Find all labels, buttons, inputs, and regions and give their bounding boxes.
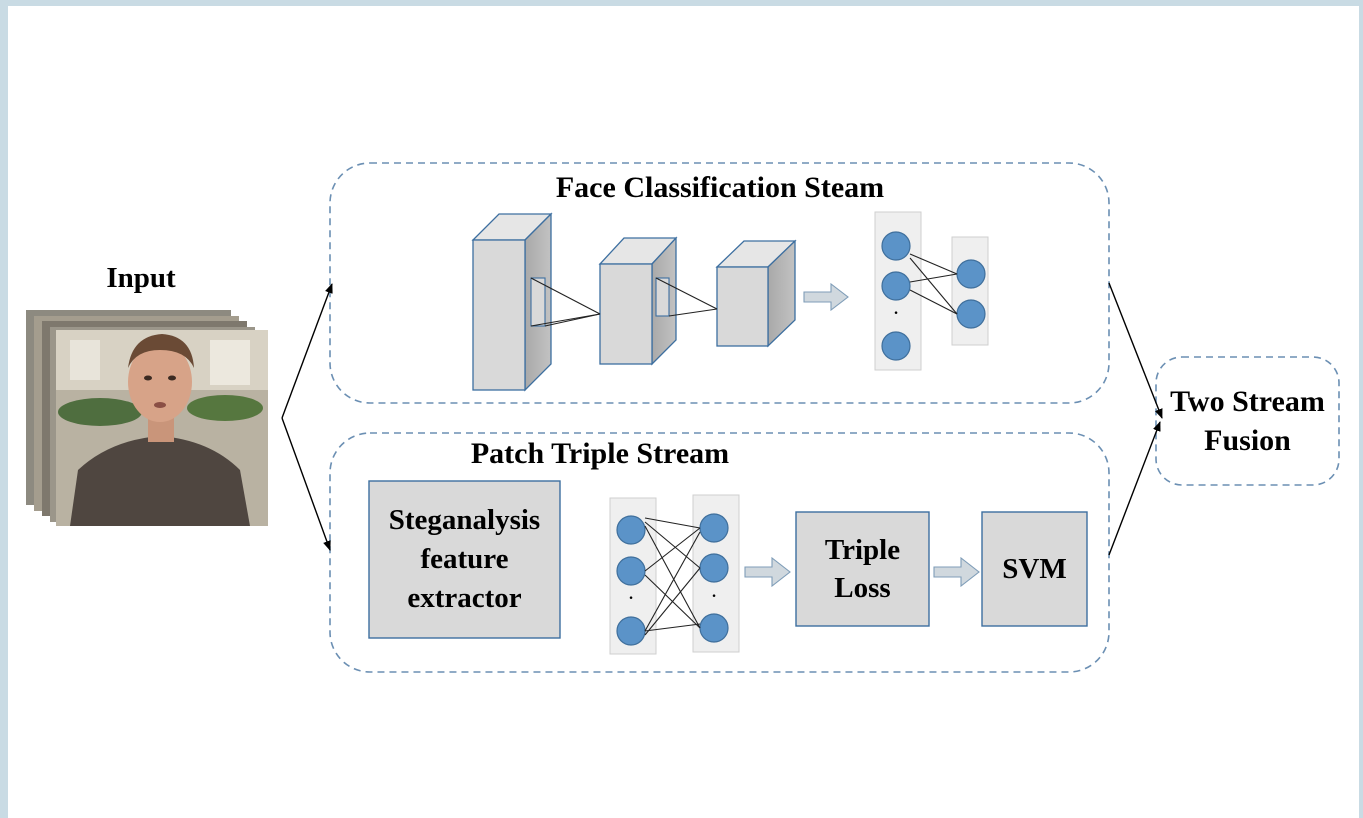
steganalysis-line-3: extractor (407, 582, 522, 614)
cnn-block-2 (598, 236, 678, 366)
fusion-container (1155, 356, 1340, 486)
face-stream-title: Face Classification Steam (555, 171, 885, 204)
patch-block-arrow-1 (744, 556, 791, 588)
fusion-line-1: Two Stream (1170, 385, 1325, 418)
face-fc-layer-1 (874, 211, 922, 371)
patch-fc-layer-2 (692, 494, 740, 653)
triple-loss-box (795, 511, 930, 627)
input-label: Input (106, 262, 176, 294)
cnn-block-3 (715, 239, 797, 348)
patch-fc2-dots: · (710, 583, 717, 608)
fusion-label: Two Stream Fusion (1156, 357, 1339, 485)
patch-block-arrow-2 (933, 556, 980, 588)
steganalysis-line-2: feature (420, 543, 509, 575)
receptive-field-lines (530, 277, 718, 327)
svm-label: SVM (1002, 552, 1067, 585)
fusion-line-2: Fusion (1204, 424, 1291, 457)
patch-stream-title: Patch Triple Stream (470, 437, 730, 470)
cnn-block-1 (471, 212, 553, 392)
triple-loss-line-1: Triple (824, 534, 901, 566)
face-fc-connections (909, 253, 958, 315)
patch-fc-layer-1 (609, 497, 657, 655)
input-photo-stack (26, 310, 268, 526)
face-fc-dots: · (892, 300, 899, 325)
patch-fc-connections (644, 517, 701, 636)
triple-loss-label: Triple Loss (796, 512, 929, 626)
triple-loss-line-2: Loss (834, 572, 891, 604)
svm-box (981, 511, 1088, 627)
steganalysis-label: Steganalysis feature extractor (369, 481, 560, 638)
face-stream-block-arrow (803, 282, 849, 312)
patch-stream-container (329, 432, 1110, 673)
input-split-arrows (281, 283, 333, 551)
face-fc-layer-2 (951, 236, 989, 346)
steganalysis-line-1: Steganalysis (388, 504, 541, 536)
steganalysis-box (368, 480, 561, 639)
patch-fc1-dots: · (627, 585, 634, 610)
fusion-arrows (1108, 282, 1163, 556)
